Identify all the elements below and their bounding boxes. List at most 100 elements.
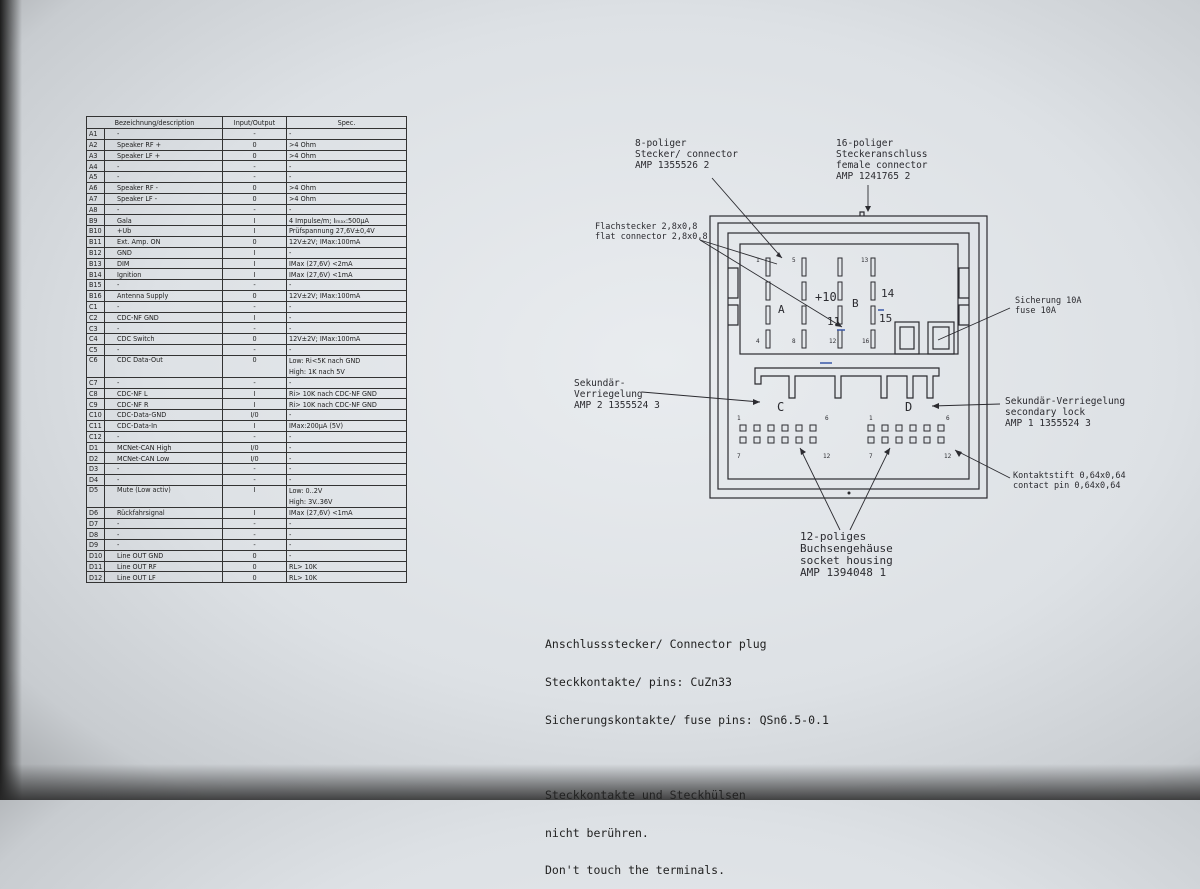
label-contact-1: Kontaktstift 0,64x0,64 (1013, 471, 1126, 481)
arrow-contact (955, 450, 962, 457)
label-sek-right-2: secondary lock (1005, 407, 1085, 418)
callout-8pin (711, 177, 783, 259)
note-line-1: Anschlussstecker/ Connector plug (545, 637, 767, 652)
pin-description-cell: Mute (Low activ) (104, 484, 223, 508)
socket-cell (895, 436, 903, 444)
pin-num-c12: 12 (823, 453, 831, 460)
pin-num-d7: 7 (869, 453, 873, 460)
pin-spec-cell: - (286, 128, 407, 140)
flat-pin (837, 257, 843, 277)
pin-num-d12: 12 (944, 453, 952, 460)
connector-notes: Anschlussstecker/ Connector plug Steckko… (545, 613, 829, 889)
arrow-8pin (776, 252, 782, 258)
arrow-flat-1 (835, 321, 842, 327)
pin-spec-cell: >4 Ohm (286, 138, 407, 151)
callout-arrowheads (753, 206, 962, 457)
socket-cell (881, 436, 889, 444)
socket-cell (809, 424, 817, 432)
flat-pin (765, 257, 771, 277)
socket-cell (909, 424, 917, 432)
section-b-label: B (852, 297, 859, 310)
socket-cell (923, 424, 931, 432)
handwritten-marks: +10 14 11 15 (815, 287, 895, 328)
flat-pin (837, 329, 843, 349)
page-edge-shadow (0, 0, 22, 800)
label-fuse-1: Sicherung 10A (1015, 296, 1082, 306)
pin-spec-cell: 4 Impulse/m; Iₗₘₐₓ:500μA (286, 214, 407, 227)
flat-pin (870, 257, 876, 277)
pin-num-a1: 1 (756, 257, 760, 264)
label-12pin-2: Buchsengehäuse (800, 542, 893, 555)
flat-pin (801, 329, 807, 349)
socket-cell (753, 436, 761, 444)
note-gap (545, 752, 829, 764)
table-row: A5--- (86, 171, 407, 183)
socket-cell (881, 424, 889, 432)
table-row: A4--- (86, 160, 407, 173)
section-d-label: D (905, 400, 912, 414)
pin-spec-line-2: High: 1K nach 5V (289, 366, 345, 376)
housing-dot (847, 491, 851, 495)
pin-num-b13: 13 (861, 257, 869, 264)
housing-inner (717, 222, 980, 490)
pin-spec-cell: Prüfspannung 27,6V±0,4V (286, 225, 407, 237)
pin-numbers: 1 5 4 8 13 12 16 1 6 7 12 1 6 7 12 (737, 257, 952, 460)
diagram-labels: 8-poliger Stecker/ connector AMP 1355526… (574, 138, 1126, 579)
fuse-right (927, 321, 955, 355)
handwritten-plus10: +10 (815, 290, 837, 304)
section-c-label: C (777, 400, 784, 414)
handwritten-15: 15 (879, 312, 892, 325)
note-line-6: Don't touch the terminals. (545, 863, 726, 878)
handwritten-strokes (820, 309, 884, 364)
pin-spec-cell: - (286, 160, 407, 173)
label-contact-2: contact pin 0,64x0,64 (1013, 481, 1120, 491)
label-12pin-3: socket housing (800, 554, 893, 567)
pin-spec-line-1: Low: 0..2V (289, 485, 323, 495)
housing-outer (709, 215, 988, 499)
flat-pin (801, 257, 807, 277)
upper-cavity (739, 243, 959, 355)
pin-assignment-table: Bezeichnung/description Input/Output Spe… (86, 116, 407, 584)
socket-cell (867, 436, 875, 444)
socket-cell (937, 424, 945, 432)
arrow-sek-left (753, 399, 760, 405)
housing-top-tab (859, 211, 865, 216)
flat-pin (765, 329, 771, 349)
fuse-left-inner (899, 326, 915, 350)
pin-num-b12: 12 (829, 338, 837, 345)
flat-pin (870, 305, 876, 325)
label-sek-left-2: Verriegelung (574, 389, 643, 400)
table-header-row: Bezeichnung/description Input/Output Spe… (86, 116, 407, 129)
callout-12pin-c (799, 447, 841, 531)
flat-pin (801, 281, 807, 301)
label-16pin-4: AMP 1241765 2 (836, 171, 910, 182)
pin-spec-line-2: High: 3V..36V (289, 496, 333, 506)
pin-spec-cell: - (286, 171, 407, 183)
socket-cell (767, 424, 775, 432)
connector-housing (709, 211, 988, 499)
socket-cell (809, 436, 817, 444)
socket-cell (739, 436, 747, 444)
label-sek-right-3: AMP 1 1355524 3 (1005, 418, 1091, 429)
pin-num-c1: 1 (737, 415, 741, 422)
flat-pin (870, 329, 876, 349)
table-row: A1--- (86, 128, 407, 140)
flat-pin (870, 281, 876, 301)
pin-num-d1: 1 (869, 415, 873, 422)
pin-spec-cell: 12V±2V; IMax:100mA (286, 235, 407, 248)
pin-num-c6: 6 (825, 415, 829, 422)
arrow-16pin (865, 206, 871, 212)
socket-cell (895, 424, 903, 432)
socket-cell (795, 424, 803, 432)
pin-num-a5: 5 (792, 257, 796, 264)
